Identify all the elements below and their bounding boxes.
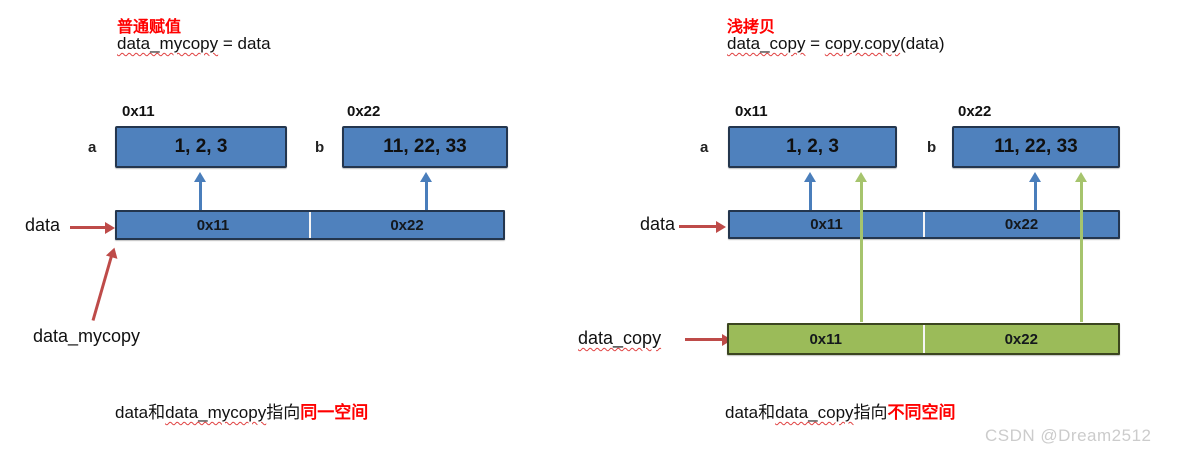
left-code-var: data_mycopy — [117, 34, 219, 53]
left-box-b: 11, 22, 33 — [342, 126, 508, 168]
right-data-divider — [923, 212, 925, 237]
right-data-label: data — [640, 214, 676, 234]
left-caption-var: data_mycopy — [165, 403, 267, 422]
left-arrow-data-to-a-icon — [194, 172, 207, 210]
right-caption-pre: data和 — [725, 403, 776, 422]
left-data-pointer-arrow-icon — [70, 221, 115, 234]
right-box-a-address: 0x11 — [735, 103, 768, 120]
right-arrow-data-to-b-icon — [1029, 172, 1042, 210]
right-copy-pointer-arrow-icon — [685, 333, 732, 346]
right-data-cell-1: 0x11 — [810, 216, 843, 233]
right-caption-highlight: 不同空间 — [887, 403, 956, 422]
right-code-var: data_copy — [727, 34, 806, 53]
left-data-cell-2: 0x22 — [390, 216, 424, 234]
right-data-cell-2: 0x22 — [1004, 216, 1039, 233]
right-copy-cell-2: 0x22 — [1004, 330, 1038, 348]
left-data-cell-1: 0x11 — [196, 216, 230, 234]
left-mycopy-pointer-arrow-icon — [91, 245, 120, 321]
right-caption-var: data_copy — [775, 403, 854, 422]
left-data-row: 0x11 0x22 — [115, 210, 505, 240]
left-box-a-value: 1, 2, 3 — [174, 136, 228, 157]
left-code-rest: = data — [218, 34, 271, 53]
right-caption-mid: 指向 — [853, 403, 888, 422]
right-copy-label: data_copy — [578, 328, 662, 348]
left-caption: data和data_mycopy指向同一空间 — [115, 398, 368, 423]
right-copy-divider — [922, 325, 925, 353]
left-title: 普通赋值 — [117, 19, 182, 36]
left-data-label: data — [25, 215, 61, 235]
right-box-b-value: 11, 22, 33 — [994, 136, 1078, 157]
left-caption-highlight: 同一空间 — [300, 403, 369, 422]
right-box-a-value: 1, 2, 3 — [786, 136, 839, 157]
left-box-a-address: 0x11 — [122, 103, 155, 120]
right-box-b-label: b — [927, 139, 937, 156]
right-code-eq: = — [805, 34, 825, 53]
right-arrow-copy-to-b-icon — [1075, 172, 1088, 322]
left-mycopy-label: data_mycopy — [33, 326, 141, 346]
right-copy-row: 0x11 0x22 — [727, 323, 1120, 355]
left-box-b-value: 11, 22, 33 — [383, 136, 467, 157]
right-code-call: copy.copy — [824, 34, 901, 53]
left-caption-pre: data和 — [115, 403, 166, 422]
right-box-a: 1, 2, 3 — [728, 126, 897, 168]
right-code-args: (data) — [900, 34, 945, 53]
left-box-a-label: a — [88, 139, 97, 156]
left-box-b-address: 0x22 — [347, 103, 381, 120]
right-box-b: 11, 22, 33 — [952, 126, 1120, 168]
left-code-line: data_mycopy = data — [117, 34, 271, 54]
left-box-a: 1, 2, 3 — [115, 126, 287, 168]
left-box-b-label: b — [315, 139, 325, 156]
right-box-a-label: a — [700, 139, 709, 156]
right-title: 浅拷贝 — [727, 19, 776, 36]
right-data-pointer-arrow-icon — [679, 220, 726, 233]
right-box-b-address: 0x22 — [958, 103, 992, 120]
right-arrow-data-to-a-icon — [804, 172, 817, 210]
right-copy-cell-1: 0x11 — [809, 330, 843, 348]
left-arrow-data-to-b-icon — [420, 172, 433, 210]
csdn-watermark: CSDN @Dream2512 — [985, 426, 1152, 445]
right-code-line: data_copy = copy.copy(data) — [727, 34, 945, 54]
left-caption-mid: 指向 — [266, 403, 301, 422]
left-data-divider — [309, 212, 311, 238]
right-arrow-copy-to-a-icon — [855, 172, 868, 322]
right-caption: data和data_copy指向不同空间 — [725, 398, 956, 423]
right-data-row: 0x11 0x22 — [728, 210, 1120, 239]
